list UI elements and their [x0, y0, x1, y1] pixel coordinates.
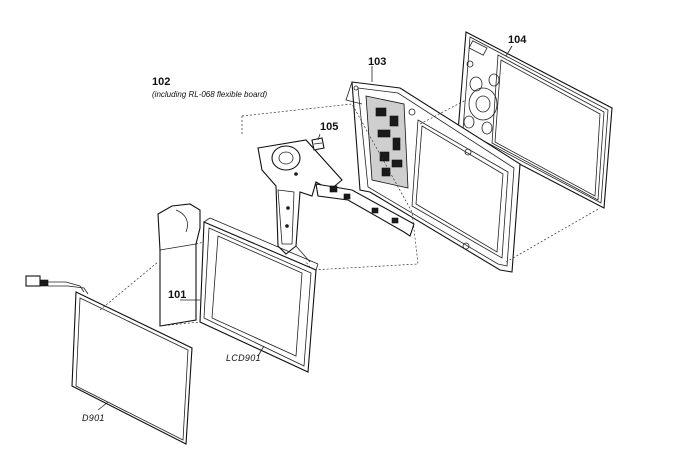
label-105: 105 [320, 121, 339, 133]
part-101-sheet [157, 203, 201, 327]
part-d901 [25, 275, 193, 445]
part-lcd901 [199, 217, 319, 373]
guide-lines [97, 45, 601, 411]
part-102-bracket-assembly [241, 103, 419, 271]
label-102-note: (including RL-068 flexible board) [152, 90, 268, 99]
part-104-rear-cover [457, 31, 613, 209]
label-103: 103 [368, 56, 387, 68]
label-d901: D901 [82, 413, 105, 423]
label-102: 102 [152, 76, 171, 88]
label-101: 101 [168, 289, 187, 301]
part-103-frame [345, 81, 521, 273]
label-lcd901: LCD901 [226, 353, 261, 363]
label-104: 104 [508, 34, 527, 46]
